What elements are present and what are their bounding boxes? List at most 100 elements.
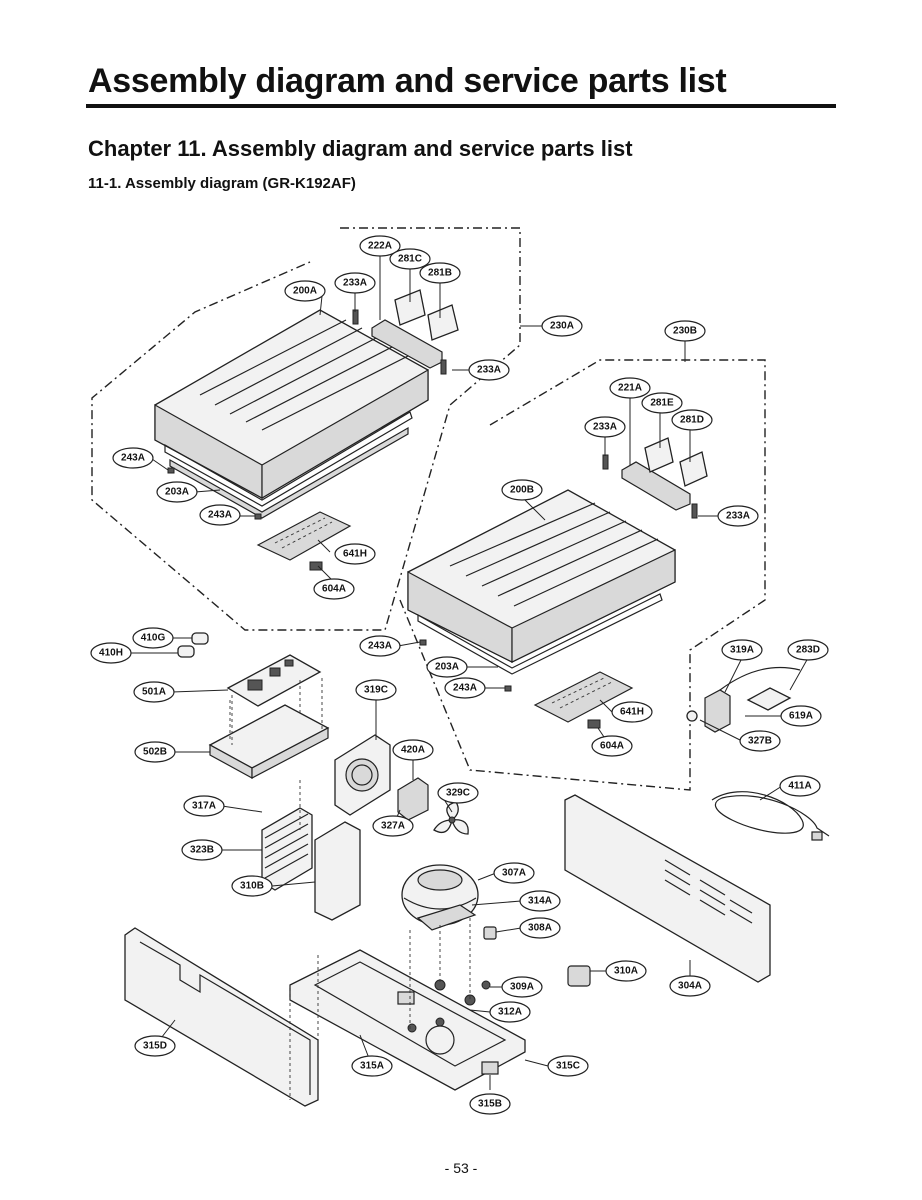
hinge-assembly-221A	[602, 437, 708, 519]
svg-text:501A: 501A	[142, 687, 166, 698]
svg-text:233A: 233A	[343, 278, 367, 289]
power-cord-411A	[711, 791, 830, 841]
overload-310A	[567, 965, 591, 987]
svg-text:315C: 315C	[556, 1061, 580, 1072]
svg-text:315D: 315D	[143, 1041, 167, 1052]
svg-text:317A: 317A	[192, 801, 216, 812]
thermostat-assembly-319A	[686, 666, 801, 733]
callout-323B: 323B	[181, 839, 223, 861]
svg-text:319C: 319C	[364, 685, 388, 696]
svg-text:222A: 222A	[368, 241, 392, 252]
callout-319C: 319C	[355, 679, 397, 701]
bracket-310B	[314, 821, 361, 921]
side-panel-315D	[124, 927, 319, 1107]
svg-text:604A: 604A	[322, 584, 346, 595]
svg-text:314A: 314A	[528, 896, 552, 907]
svg-text:327B: 327B	[748, 736, 772, 747]
callout-243A-2: 243A	[199, 504, 241, 526]
callout-604A-2: 604A	[591, 735, 633, 757]
svg-text:243A: 243A	[121, 453, 145, 464]
svg-text:312A: 312A	[498, 1007, 522, 1018]
svg-text:233A: 233A	[726, 511, 750, 522]
svg-text:281C: 281C	[398, 254, 422, 265]
svg-text:323B: 323B	[190, 845, 214, 856]
svg-text:243A: 243A	[208, 510, 232, 521]
grommet-309A	[481, 980, 491, 990]
svg-text:410G: 410G	[141, 633, 166, 644]
callout-604A-1: 604A	[313, 578, 355, 600]
callout-243A-1: 243A	[112, 447, 154, 469]
freezer-shelf-200B	[407, 489, 676, 675]
callout-619A: 619A	[780, 705, 822, 727]
svg-text:310B: 310B	[240, 881, 264, 892]
callout-501A: 501A	[133, 681, 175, 703]
svg-text:200A: 200A	[293, 286, 317, 297]
callout-283D: 283D	[787, 639, 829, 661]
svg-text:420A: 420A	[401, 745, 425, 756]
callout-420A: 420A	[392, 739, 434, 761]
assembly-guides	[231, 678, 471, 1100]
svg-text:502B: 502B	[143, 747, 167, 758]
title-rule	[86, 104, 836, 108]
svg-text:309A: 309A	[510, 982, 534, 993]
callout-233A-2: 233A	[468, 359, 510, 381]
callout-200A: 200A	[284, 280, 326, 302]
callout-243A-3: 243A	[359, 635, 401, 657]
svg-text:233A: 233A	[477, 365, 501, 376]
svg-text:641H: 641H	[620, 707, 644, 718]
callout-309A: 309A	[501, 976, 543, 998]
svg-text:203A: 203A	[165, 487, 189, 498]
callout-281D: 281D	[671, 409, 713, 431]
compressor-307A	[401, 864, 479, 931]
page-number: - 53 -	[444, 1160, 478, 1176]
callout-233A-1: 233A	[334, 272, 376, 294]
section-heading: 11-1. Assembly diagram (GR-K192AF)	[88, 175, 356, 192]
svg-text:200B: 200B	[510, 485, 534, 496]
callout-315D: 315D	[134, 1035, 176, 1057]
plugs-410	[177, 632, 209, 658]
svg-text:233A: 233A	[593, 422, 617, 433]
callout-411A: 411A	[779, 775, 821, 797]
callout-308A: 308A	[519, 917, 561, 939]
svg-text:221A: 221A	[618, 383, 642, 394]
callout-281E: 281E	[641, 392, 683, 414]
tray-641H-upper	[167, 467, 352, 571]
svg-text:230A: 230A	[550, 321, 574, 332]
svg-text:230B: 230B	[673, 326, 697, 337]
relay-308A	[483, 926, 497, 940]
svg-text:619A: 619A	[789, 711, 813, 722]
callout-314A: 314A	[519, 890, 561, 912]
callout-233A-3: 233A	[584, 416, 626, 438]
callout-230A: 230A	[541, 315, 583, 337]
svg-text:281B: 281B	[428, 268, 452, 279]
callout-319A: 319A	[721, 639, 763, 661]
svg-text:243A: 243A	[453, 683, 477, 694]
condenser-323B	[261, 807, 313, 891]
callout-310A: 310A	[605, 960, 647, 982]
callout-641H-1: 641H	[334, 543, 376, 565]
callout-315C: 315C	[547, 1055, 589, 1077]
freezer-shelf-200A	[154, 309, 429, 519]
callout-410G: 410G	[132, 627, 174, 649]
svg-text:283D: 283D	[796, 645, 820, 656]
callout-327A: 327A	[372, 815, 414, 837]
pcb-cover-502B	[208, 680, 330, 780]
base-plate-315A	[289, 949, 526, 1091]
svg-text:315A: 315A	[360, 1061, 384, 1072]
pcb-501A	[226, 654, 322, 707]
svg-text:304A: 304A	[678, 981, 702, 992]
callout-410H: 410H	[90, 642, 132, 664]
svg-text:641H: 641H	[343, 549, 367, 560]
callout-221A: 221A	[609, 377, 651, 399]
callout-200B: 200B	[501, 479, 543, 501]
callout-307A: 307A	[493, 862, 535, 884]
fan-blade-329C	[433, 801, 469, 835]
svg-text:281D: 281D	[680, 415, 704, 426]
page-title: Assembly diagram and service parts list	[88, 62, 727, 100]
callout-315A: 315A	[351, 1055, 393, 1077]
svg-text:315B: 315B	[478, 1099, 502, 1110]
svg-text:327A: 327A	[381, 821, 405, 832]
callout-233A-4: 233A	[717, 505, 759, 527]
callout-203A-1: 203A	[156, 481, 198, 503]
